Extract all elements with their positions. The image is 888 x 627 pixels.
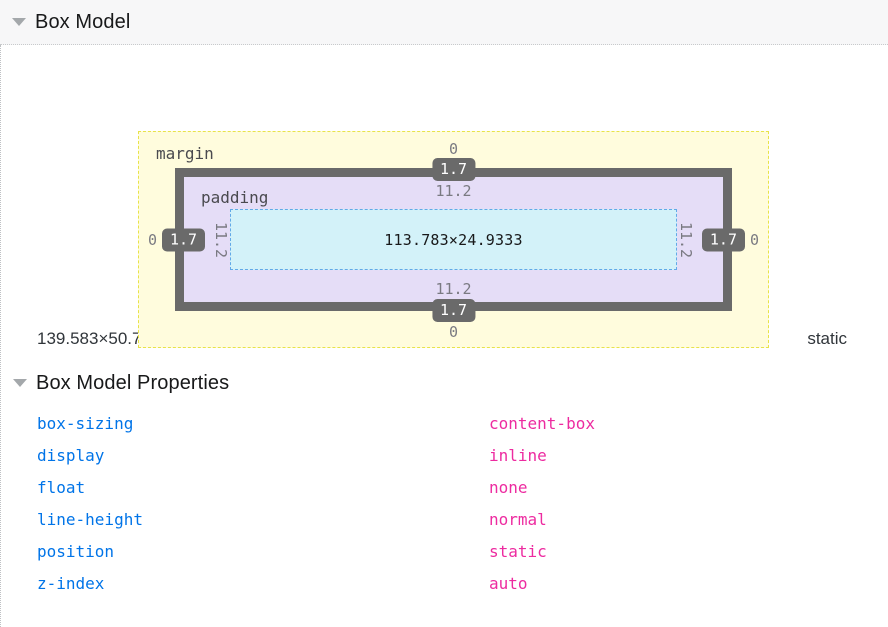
property-row[interactable]: z-index auto: [1, 567, 888, 599]
border-bottom-value[interactable]: 1.7: [431, 299, 476, 322]
chevron-down-icon[interactable]: [13, 379, 27, 387]
property-name[interactable]: line-height: [37, 509, 143, 529]
property-value[interactable]: auto: [489, 573, 528, 593]
box-model-properties-list: box-sizing content-box display inline fl…: [1, 401, 888, 599]
property-name[interactable]: box-sizing: [37, 413, 134, 433]
property-row[interactable]: display inline: [1, 439, 888, 471]
margin-bottom-value[interactable]: 0: [448, 323, 459, 341]
border-top-value[interactable]: 1.7: [431, 158, 476, 181]
margin-left-value[interactable]: 0: [148, 230, 158, 249]
border-right-value[interactable]: 1.7: [701, 228, 745, 251]
content-size-value[interactable]: 113.783×24.9333: [384, 230, 523, 249]
property-name[interactable]: z-index: [37, 573, 105, 593]
position-value: static: [807, 329, 847, 348]
box-model-diagram: margin 0 0 0 0 border padding 113.783×24…: [1, 45, 888, 348]
box-model-properties-title: Box Model Properties: [36, 371, 230, 394]
property-value[interactable]: none: [489, 477, 528, 497]
margin-region-label: margin: [156, 144, 214, 163]
margin-right-value[interactable]: 0: [749, 230, 759, 249]
box-model-margin-region[interactable]: margin 0 0 0 0 border padding 113.783×24…: [138, 131, 769, 348]
property-value[interactable]: inline: [489, 445, 547, 465]
box-model-content-pane: margin 0 0 0 0 border padding 113.783×24…: [0, 45, 888, 627]
property-name[interactable]: float: [37, 477, 86, 497]
property-row[interactable]: position static: [1, 535, 888, 567]
property-value[interactable]: static: [489, 541, 547, 561]
box-model-border-region[interactable]: border padding 113.783×24.9333: [175, 168, 732, 311]
box-model-summary: 139.583×50.7333 static: [1, 313, 888, 365]
property-row[interactable]: float none: [1, 471, 888, 503]
border-left-value[interactable]: 1.7: [162, 228, 206, 251]
padding-bottom-value[interactable]: 11.2: [435, 280, 472, 298]
padding-region-label: padding: [201, 188, 269, 207]
box-model-properties-header[interactable]: Box Model Properties: [1, 365, 888, 401]
total-size-value: 139.583×50.7333: [37, 329, 170, 348]
padding-right-value[interactable]: 11.2: [676, 221, 695, 258]
page-title: Box Model: [35, 10, 131, 33]
box-model-content-region[interactable]: 113.783×24.9333: [230, 209, 677, 270]
property-value[interactable]: content-box: [489, 413, 595, 433]
property-row[interactable]: box-sizing content-box: [1, 407, 888, 439]
chevron-down-icon[interactable]: [12, 18, 26, 26]
box-model-padding-region[interactable]: padding 113.783×24.9333: [184, 177, 723, 302]
property-value[interactable]: normal: [489, 509, 547, 529]
margin-top-value[interactable]: 0: [448, 140, 459, 158]
padding-left-value[interactable]: 11.2: [212, 221, 231, 258]
box-model-header[interactable]: Box Model: [0, 0, 888, 45]
property-row[interactable]: line-height normal: [1, 503, 888, 535]
property-name[interactable]: position: [37, 541, 115, 561]
property-name[interactable]: display: [37, 445, 105, 465]
padding-top-value[interactable]: 11.2: [435, 182, 472, 200]
